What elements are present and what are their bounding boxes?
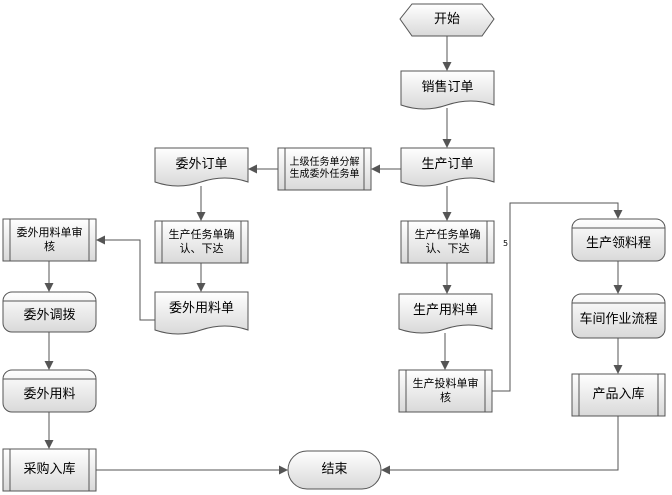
workshop-flow-label: 车间作业流程 [579, 312, 658, 328]
outsource-audit-process-shape [2, 218, 97, 262]
outsource-material-bill-label: 委外用料单 [168, 300, 234, 316]
outsource-task-label: 生产任务单确认、下达 [168, 228, 235, 255]
outsource-order-label: 委外订单 [175, 156, 228, 172]
edge-productin-end [381, 416, 619, 475]
outsource-order-doc-shape [154, 147, 249, 187]
prod-material-bill-doc-shape [398, 293, 493, 334]
workshop-flow-node: 车间作业流程 [572, 303, 665, 338]
production-order-label: 生产订单 [421, 156, 474, 172]
outsource-material-use-label: 委外用料 [23, 387, 76, 403]
product-in-process-shape [571, 373, 666, 417]
outsource-transfer-label: 委外调拨 [23, 308, 76, 324]
outsource-material-bill-node: 委外用料单 [155, 292, 248, 326]
outsource-audit-label: 委外用料单审核 [16, 226, 83, 253]
split-task-process-shape [277, 147, 372, 191]
end-label: 结束 [321, 461, 348, 477]
outsource-task-process-shape [154, 220, 249, 264]
sales-order-label: 销售订单 [421, 79, 474, 95]
purchase-in-process-shape [2, 448, 97, 492]
prod-feed-node: 生产投料单审核 [410, 370, 481, 412]
outsource-material-bill-doc-shape [154, 291, 249, 335]
start-label: 开始 [433, 11, 460, 27]
production-order-node: 生产订单 [401, 148, 494, 182]
prod-material-bill-label: 生产用料单 [412, 303, 478, 319]
split-task-label: 上级任务单分解生成委外任务单 [289, 157, 360, 180]
outsource-task-node: 生产任务单确认、下达 [166, 221, 237, 263]
prod-task-node: 生产任务单确认、下达 [412, 221, 483, 263]
start-node: 开始 [400, 4, 494, 36]
edge-feed-picking [492, 202, 623, 392]
purchase-in-node: 采购入库 [10, 449, 89, 491]
prod-material-bill-node: 生产用料单 [399, 294, 492, 329]
edge-bill-audit [96, 235, 155, 321]
outsource-material-use-node: 委外用料 [3, 379, 96, 412]
product-in-label: 产品入库 [592, 386, 645, 402]
sales-order-doc-shape [400, 70, 495, 110]
split-task-node: 上级任务单分解生成委外任务单 [285, 148, 364, 190]
prod-feed-process-shape [398, 369, 493, 413]
product-in-node: 产品入库 [579, 374, 658, 416]
prod-picking-node: 生产领料程 [572, 228, 665, 261]
production-order-doc-shape [400, 147, 495, 187]
outsource-transfer-node: 委外调拨 [3, 301, 96, 332]
start-terminator-shape [399, 3, 495, 37]
prod-task-label: 生产任务单确认、下达 [414, 228, 481, 255]
end-node: 结束 [288, 451, 381, 489]
outsource-audit-node: 委外用料单审核 [14, 219, 85, 261]
edge-label-audit-picking: 5 [503, 239, 508, 248]
prod-feed-label: 生产投料单审核 [412, 377, 479, 404]
outsource-material-use-process-shape [2, 369, 97, 413]
sales-order-node: 销售订单 [401, 71, 494, 105]
purchase-in-label: 采购入库 [23, 461, 76, 477]
prod-picking-label: 生产领料程 [585, 236, 651, 252]
prod-task-process-shape [400, 220, 495, 264]
outsource-order-node: 委外订单 [155, 148, 248, 182]
